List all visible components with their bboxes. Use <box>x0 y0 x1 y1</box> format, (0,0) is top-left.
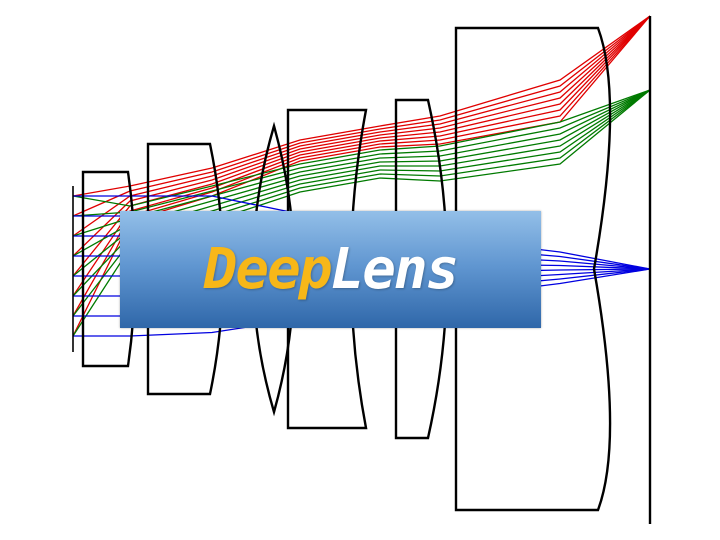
deeplens-logo: DeepLens <box>204 241 460 298</box>
deeplens-logo-banner: DeepLens <box>120 211 541 328</box>
logo-text-lens: Lens <box>330 236 460 302</box>
ray-off-axis-max-3 <box>72 15 651 237</box>
lens-element-6 <box>454 26 612 512</box>
ray-off-axis-max-2 <box>72 15 651 217</box>
ray-off-axis-max-6 <box>72 15 651 297</box>
ray-off-axis-mid-1 <box>72 89 651 207</box>
ray-off-axis-max-1 <box>72 15 651 197</box>
ray-off-axis-mid-2 <box>72 89 651 217</box>
logo-text-deep: Deep <box>203 236 333 302</box>
ray-off-axis-max-4 <box>72 15 651 257</box>
